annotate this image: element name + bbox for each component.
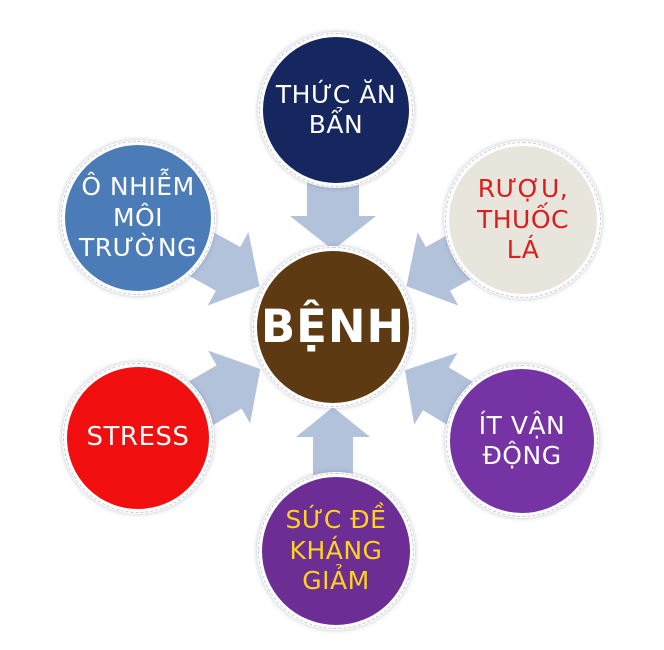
label-line: SỨC ĐỀ	[285, 505, 387, 535]
node-benh-label: BỆNH	[260, 299, 406, 353]
node-thuc-an-ban-label: THỨC ĂN BẨN	[276, 80, 396, 141]
node-it-van-dong-label: ÍT VẬN ĐỘNG	[479, 411, 566, 472]
label-line: ĐỘNG	[482, 441, 562, 470]
node-suc-de-khang-giam: SỨC ĐỀ KHÁNG GIẢM	[257, 472, 415, 630]
node-ruou-thuoc-la-label: RƯỢU, THUỐC LÁ	[477, 174, 569, 266]
label-line: THỨC ĂN	[275, 79, 397, 109]
label-line: STRESS	[86, 422, 190, 453]
node-stress-label: STRESS	[87, 422, 190, 454]
label-line: KHÁNG	[289, 535, 383, 565]
label-line: ÍT VẬN	[478, 410, 566, 440]
label-line: THUỐC	[476, 204, 569, 234]
label-line: TRƯỜNG	[79, 233, 197, 263]
node-suc-de-khang-giam-label: SỨC ĐỀ KHÁNG GIẢM	[286, 505, 387, 597]
node-o-nhiem-moi-truong: Ô NHIỄM MÔI TRƯỜNG	[60, 140, 216, 296]
label-line: GIẢM	[302, 566, 370, 596]
label-line: MÔI	[112, 202, 164, 232]
node-benh-center: BỆNH	[252, 246, 414, 408]
label-line: Ô NHIỄM	[81, 172, 195, 202]
node-stress: STRESS	[62, 362, 214, 514]
node-thuc-an-ban: THỨC ĂN BẨN	[258, 32, 414, 188]
node-ruou-thuoc-la: RƯỢU, THUỐC LÁ	[444, 141, 602, 299]
node-o-nhiem-moi-truong-label: Ô NHIỄM MÔI TRƯỜNG	[79, 172, 197, 264]
node-it-van-dong: ÍT VẬN ĐỘNG	[445, 364, 599, 518]
label-line: RƯỢU,	[477, 174, 569, 204]
label-line: BẨN	[308, 110, 364, 139]
label-line: LÁ	[506, 235, 540, 265]
